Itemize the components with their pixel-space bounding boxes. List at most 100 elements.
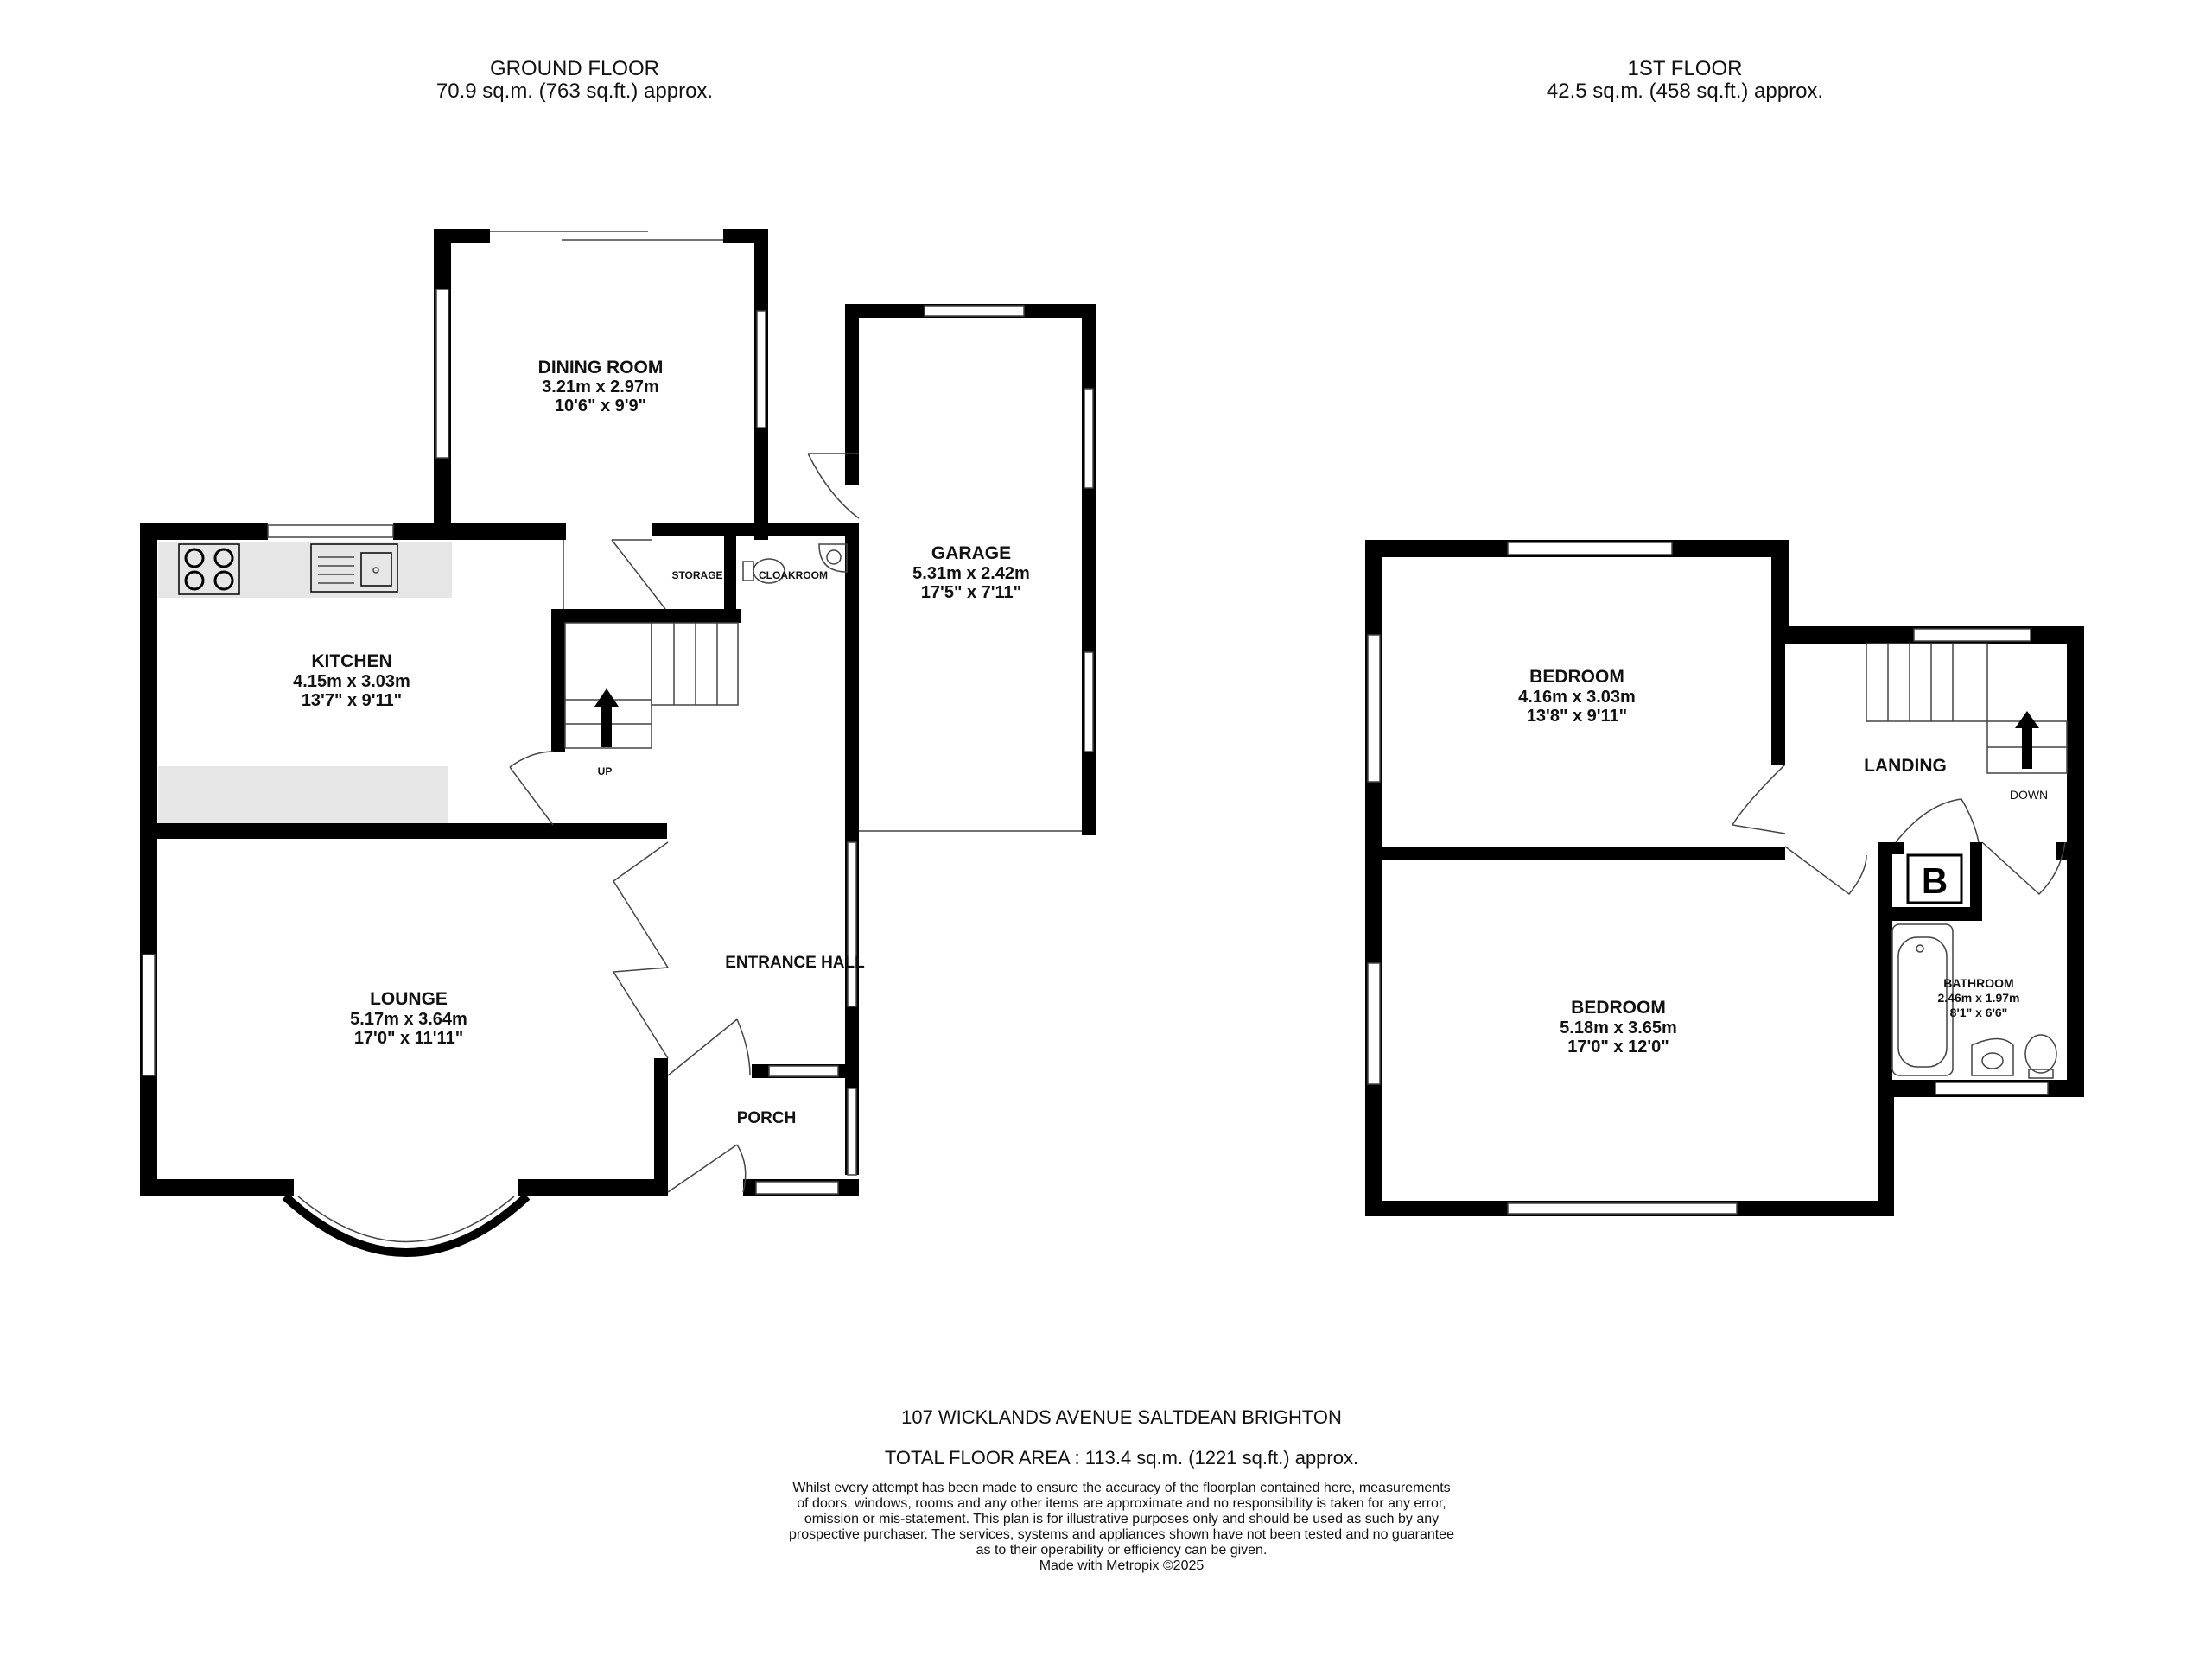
dining-top-wall-left <box>434 229 490 243</box>
ground-floor-area: 70.9 sq.m. (763 sq.ft.) approx. <box>436 79 713 103</box>
kitchen-top-wall-right <box>393 523 566 540</box>
first-floor-plan: B DOWN BEDROOM <box>1365 540 2084 1216</box>
storage-door-swing <box>611 539 666 610</box>
room-imperial: 8'1" x 6'6" <box>1950 1006 2008 1019</box>
bedroom1-window <box>1507 542 1673 555</box>
porch-top-window <box>768 1065 839 1077</box>
stairs-down-label: DOWN <box>2010 788 2048 802</box>
total-floor-area: TOTAL FLOOR AREA : 113.4 sq.m. (1221 sq.… <box>885 1447 1358 1469</box>
disclaimer-line: prospective purchaser. The services, sys… <box>789 1527 1454 1542</box>
cloakroom-basin-icon <box>818 543 848 573</box>
garage-top-window <box>924 305 1025 317</box>
kitchen-counter-bottom <box>158 766 448 824</box>
landing-right-wall <box>2067 626 2084 1097</box>
kitchen-lounge-partition <box>140 823 667 839</box>
disclaimer-line: as to their operability or efficiency ca… <box>976 1543 1268 1558</box>
bath-icon <box>1891 923 1954 1076</box>
room-imperial: 10'6" x 9'9" <box>555 397 646 416</box>
ground-floor-header: GROUND FLOOR 70.9 sq.m. (763 sq.ft.) app… <box>436 57 713 103</box>
lounge-side-window <box>142 954 156 1076</box>
bedroom2-right-wall <box>1878 1080 1894 1215</box>
kitchen-counter-top <box>158 542 452 598</box>
bedroom1-right-wall-upper <box>1771 540 1789 644</box>
room-imperial: 13'7" x 9'11" <box>302 691 402 710</box>
disclaimer-line: omission or mis-statement. This plan is … <box>804 1512 1439 1526</box>
hall-door-swing <box>667 1018 751 1076</box>
cloakroom-toilet-icon <box>742 558 785 584</box>
room-imperial: 17'0" x 11'11" <box>354 1029 463 1048</box>
stair-left-wall <box>551 609 565 752</box>
room-name: BEDROOM <box>1571 998 1666 1018</box>
porch-front-window <box>755 1181 839 1195</box>
bedroom1-landing-wall <box>1771 644 1785 765</box>
ground-floor-plan: UP DINING ROOM 3.21 <box>140 229 1096 1257</box>
landing-window <box>1913 628 2031 642</box>
boiler-box <box>1906 853 1963 904</box>
property-address: 107 WICKLANDS AVENUE SALTDEAN BRIGHTON <box>901 1406 1342 1428</box>
ground-floor-title: GROUND FLOOR <box>490 57 659 80</box>
lounge-bottom-wall-right <box>518 1179 667 1196</box>
stairs-up-label: UP <box>598 765 613 777</box>
room-kitchen: KITCHEN 4.15m x 3.03m 13'7" x 9'11" <box>293 651 410 710</box>
garage-left-wall-upper <box>845 304 859 485</box>
room-name: DINING ROOM <box>538 358 664 378</box>
metropix-credit: Made with Metropix ©2025 <box>1039 1558 1205 1573</box>
stairs-up-arrow-shaft <box>601 704 612 747</box>
storage-cloak-divider <box>724 523 736 622</box>
kitchen-window <box>267 524 394 538</box>
room-dining: DINING ROOM 3.21m x 2.97m 10'6" x 9'9" <box>538 358 664 416</box>
lounge-bottom-wall-left <box>140 1179 294 1196</box>
bedroom2-door-swing <box>1784 846 1867 896</box>
kitchen-lounge-left-wall <box>140 523 157 1196</box>
lounge-bay-inner <box>297 1196 515 1243</box>
first-floor-title: 1ST FLOOR <box>1628 57 1743 80</box>
cupboard-door-swing <box>1981 841 2066 896</box>
lounge-bifold-door <box>612 841 670 1059</box>
porch-side-window <box>847 1088 857 1176</box>
basin-icon <box>1971 1037 2014 1076</box>
boiler-icon: B <box>1922 860 1948 901</box>
room-metric: 5.31m x 2.42m <box>912 564 1030 583</box>
boiler-bottom-wall <box>1878 907 1982 921</box>
room-porch: PORCH <box>737 1109 797 1127</box>
room-garage: GARAGE 5.31m x 2.42m 17'5" x 7'11" <box>912 543 1030 602</box>
sink-icon <box>310 543 398 593</box>
room-name: GARAGE <box>931 543 1011 563</box>
room-entrance-hall: ENTRANCE HALL <box>725 954 865 972</box>
room-imperial: 13'8" x 9'11" <box>1527 707 1627 726</box>
bedroom1-door-swing <box>1731 764 1786 834</box>
room-name: BATHROOM <box>1943 976 2013 990</box>
first-floor-area: 42.5 sq.m. (458 sq.ft.) approx. <box>1547 79 1823 103</box>
footer: 107 WICKLANDS AVENUE SALTDEAN BRIGHTON T… <box>789 1406 1454 1573</box>
kitchen-top-wall-left <box>140 523 268 540</box>
bathroom-window <box>1935 1082 2049 1095</box>
room-cloakroom: CLOAKROOM <box>759 569 828 581</box>
garage-right-window-b <box>1084 651 1094 752</box>
stair-flight <box>651 622 739 706</box>
dining-left-window <box>435 289 449 459</box>
room-storage: STORAGE <box>671 569 722 581</box>
room-imperial: 17'5" x 7'11" <box>921 583 1021 602</box>
hall-side-window <box>847 841 857 1007</box>
garage-right-wall <box>1082 304 1096 835</box>
room-metric: 4.16m x 3.03m <box>1518 688 1636 707</box>
room-metric: 4.15m x 3.03m <box>293 672 410 691</box>
first-floor-header: 1ST FLOOR 42.5 sq.m. (458 sq.ft.) approx… <box>1547 57 1823 103</box>
lounge-hall-wall <box>654 1058 668 1196</box>
stairs-down-arrow-head <box>2015 711 2039 728</box>
room-bedroom-2: BEDROOM 5.18m x 3.65m 17'0" x 12'0" <box>1560 998 1677 1056</box>
bedrooms-divider <box>1365 847 1785 860</box>
stair-top-wall <box>551 609 741 623</box>
garage-door-swing <box>807 453 860 519</box>
room-imperial: 17'0" x 12'0" <box>1567 1037 1669 1056</box>
room-landing: LANDING <box>1864 756 1947 776</box>
kitchen-door-swing <box>509 751 554 826</box>
room-metric: 2.46m x 1.97m <box>1938 991 2020 1005</box>
first-stairs <box>1866 643 2068 774</box>
ground-stairs <box>564 622 739 749</box>
porch-door-swing <box>667 1144 747 1193</box>
toilet-icon <box>2024 1034 2057 1079</box>
stairs-down-arrow-shaft <box>2022 726 2032 769</box>
stairs-up-arrow-head <box>594 688 619 707</box>
